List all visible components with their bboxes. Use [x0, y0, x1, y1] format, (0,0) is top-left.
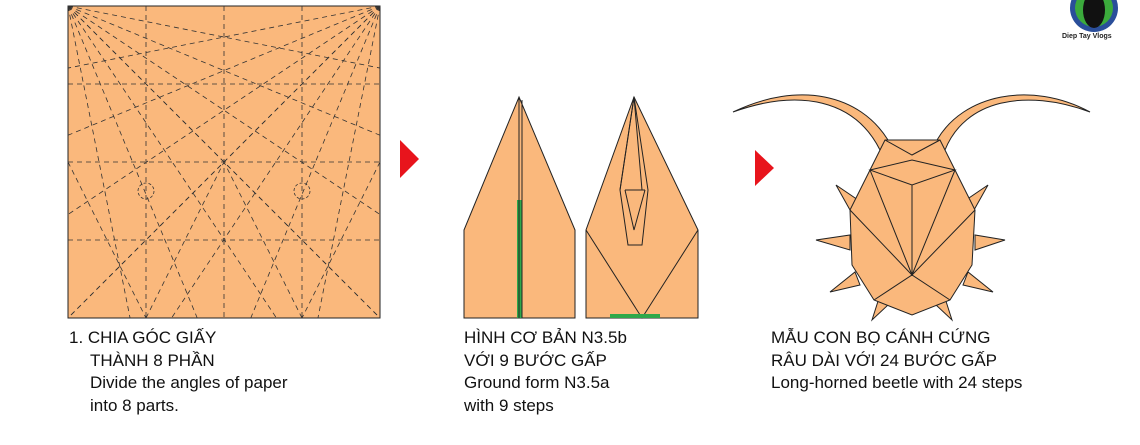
- step3-subtitle: RÂU DÀI VỚI 24 BƯỚC GẤP: [771, 350, 998, 370]
- channel-logo: [1070, 0, 1118, 32]
- arrow-right-icon: [755, 150, 774, 186]
- crease-line: [67, 5, 131, 319]
- beetle-model: [732, 94, 1091, 322]
- crease-line: [67, 5, 381, 136]
- step3-english: Long-horned beetle with 24 steps: [771, 373, 1023, 392]
- crease-line: [223, 161, 303, 319]
- step1-english-1: Divide the angles of paper: [90, 373, 288, 392]
- crease-line: [301, 161, 381, 319]
- step2-english-1: Ground form N3.5a: [464, 373, 610, 392]
- crease-line: [250, 5, 381, 319]
- step3-caption: MẪU CON BỌ CÁNH CỨNG RÂU DÀI VỚI 24 BƯỚC…: [771, 327, 1022, 395]
- step1-english-2: into 8 parts.: [90, 395, 179, 415]
- step1-subtitle: THÀNH 8 PHẦN: [90, 350, 215, 370]
- base-form-front: [463, 95, 576, 319]
- crease-line: [67, 5, 381, 136]
- logo-text: Diep Tay Vlogs: [1062, 33, 1112, 40]
- step3-title: MẪU CON BỌ CÁNH CỨNG: [771, 328, 991, 347]
- step1-title: 1. CHIA GÓC GIẤY: [69, 328, 217, 347]
- crease-line: [145, 161, 225, 319]
- step2-english-2: with 9 steps: [464, 395, 554, 415]
- arrow-right-icon: [400, 140, 419, 178]
- base-form-back: [585, 95, 699, 319]
- crease-line: [317, 5, 381, 319]
- step1-caption: 1. CHIA GÓC GIẤY THÀNH 8 PHẦN Divide the…: [69, 327, 288, 417]
- crease-line: [67, 161, 147, 319]
- crease-pattern-square: [67, 5, 381, 319]
- crease-line: [67, 5, 198, 319]
- step2-caption: HÌNH CƠ BẢN N3.5b VỚI 9 BƯỚC GẤP Ground …: [464, 327, 627, 417]
- step2-title: HÌNH CƠ BẢN N3.5b: [464, 328, 627, 347]
- step2-subtitle: VỚI 9 BƯỚC GẤP: [464, 350, 607, 370]
